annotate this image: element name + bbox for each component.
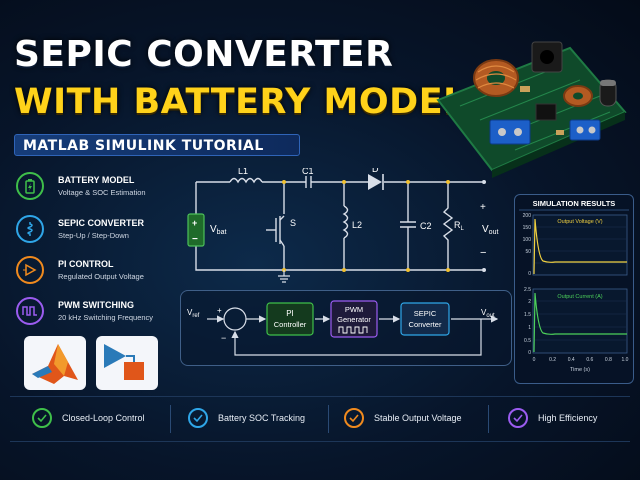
current-tick: 2 bbox=[528, 299, 531, 305]
feature-pi-control: PI CONTROL Regulated Output Voltage bbox=[16, 256, 191, 288]
current-tick: 1.5 bbox=[524, 312, 531, 318]
voltage-plot-area bbox=[532, 214, 628, 276]
feature-subtitle: 20 kHz Switching Frequency bbox=[58, 313, 154, 322]
title-line-1: SEPIC CONVERTER bbox=[14, 34, 394, 75]
sepic-circuit-schematic: + − L1 C1 D L2 C2 RL S Vbat + Vout − bbox=[187, 168, 498, 283]
block-vout-label: Vout bbox=[481, 308, 495, 319]
voltage-plot-title: Output Voltage (V) bbox=[557, 219, 602, 225]
feature-title: PWM SWITCHING bbox=[58, 300, 134, 310]
current-tick: 0 bbox=[528, 350, 531, 356]
inductor-l1-label: L1 bbox=[238, 168, 248, 176]
pwm-wave-icon bbox=[338, 326, 368, 334]
feature-title: PI CONTROL bbox=[58, 259, 114, 269]
control-amplifier-icon bbox=[16, 256, 44, 284]
benefit-label: Closed-Loop Control bbox=[62, 413, 145, 423]
pwm-generator-block bbox=[330, 300, 378, 338]
control-block-diagram: Vref + − PI Controller PWM Generator SEP… bbox=[180, 290, 512, 366]
time-tick: 0.2 bbox=[549, 357, 556, 363]
switch-s-label: S bbox=[290, 218, 296, 228]
current-tick: 1 bbox=[528, 325, 531, 331]
pwm-block-line1: PWM bbox=[345, 305, 363, 314]
vbat-label: Vbat bbox=[210, 224, 226, 236]
benefit-label: Battery SOC Tracking bbox=[218, 413, 306, 423]
feature-title: BATTERY MODEL bbox=[58, 175, 135, 185]
benefit-label: High Efficiency bbox=[538, 413, 598, 423]
title-line-2: WITH BATTERY MODEL bbox=[14, 82, 466, 122]
sum-minus-sign: − bbox=[221, 333, 226, 343]
benefit-label: Stable Output Voltage bbox=[374, 413, 462, 423]
output-plus: + bbox=[480, 202, 486, 213]
feature-subtitle: Voltage & SOC Estimation bbox=[58, 188, 146, 197]
simulation-results-header: SIMULATION RESULTS bbox=[533, 199, 616, 208]
resistor-rl-label: RL bbox=[454, 220, 465, 232]
divider bbox=[328, 405, 329, 433]
pi-block-line1: PI bbox=[286, 309, 294, 318]
simulink-logo bbox=[96, 336, 158, 390]
current-tick: 0.5 bbox=[524, 338, 531, 344]
subtitle-banner: MATLAB SIMULINK TUTORIAL bbox=[14, 134, 300, 156]
time-tick: 0.6 bbox=[586, 357, 593, 363]
pwm-wave-icon bbox=[16, 297, 44, 325]
matlab-logo bbox=[24, 336, 86, 390]
check-circle-icon bbox=[32, 408, 52, 428]
battery-source-symbol bbox=[187, 213, 205, 247]
time-tick: 0.8 bbox=[605, 357, 612, 363]
diode-d-label: D bbox=[372, 168, 379, 174]
time-axis-label: Time (s) bbox=[570, 367, 590, 373]
battery-minus: − bbox=[192, 234, 198, 245]
benefits-bar: Closed-Loop Control Battery SOC Tracking… bbox=[10, 396, 630, 442]
check-circle-icon bbox=[188, 408, 208, 428]
feature-battery-model: BATTERY MODEL Voltage & SOC Estimation bbox=[16, 172, 191, 204]
sepic-pcb-board-illustration bbox=[436, 41, 627, 178]
sepic-converter-block bbox=[400, 302, 450, 336]
time-tick: 1.0 bbox=[622, 357, 629, 363]
check-circle-icon bbox=[508, 408, 528, 428]
voltage-tick: 0 bbox=[528, 271, 531, 277]
voltage-tick: 200 bbox=[523, 213, 532, 219]
divider bbox=[488, 405, 489, 433]
sum-plus-sign: + bbox=[217, 306, 222, 315]
inductor-coil-icon bbox=[16, 215, 44, 243]
voltage-tick: 100 bbox=[523, 237, 532, 243]
simulation-results-panel: SIMULATION RESULTS Output Voltage (V) 20… bbox=[514, 194, 634, 384]
pi-block-line2: Controller bbox=[274, 320, 307, 329]
feature-pwm-switching: PWM SWITCHING 20 kHz Switching Frequency bbox=[16, 297, 191, 329]
output-minus: − bbox=[480, 247, 486, 259]
sepic-block-line2: Converter bbox=[409, 320, 442, 329]
vout-label: Vout bbox=[482, 224, 498, 236]
feature-title: SEPIC CONVERTER bbox=[58, 218, 145, 228]
voltage-tick: 50 bbox=[525, 249, 531, 255]
check-circle-icon bbox=[344, 408, 364, 428]
time-tick: 0 bbox=[533, 357, 536, 363]
vref-label: Vref bbox=[187, 308, 200, 319]
sepic-block-line1: SEPIC bbox=[414, 309, 437, 318]
pwm-block-line2: Generator bbox=[337, 315, 371, 324]
inductor-l2-label: L2 bbox=[352, 220, 362, 230]
current-tick: 2.5 bbox=[524, 287, 531, 293]
battery-plus: + bbox=[192, 218, 197, 228]
feature-subtitle: Regulated Output Voltage bbox=[58, 272, 144, 281]
time-tick: 0.4 bbox=[568, 357, 575, 363]
current-plot-title: Output Current (A) bbox=[557, 294, 602, 300]
capacitor-c1-label: C1 bbox=[302, 168, 314, 176]
voltage-tick: 150 bbox=[523, 225, 532, 231]
feature-sepic-converter: SEPIC CONVERTER Step-Up / Step-Down bbox=[16, 215, 191, 247]
divider bbox=[170, 405, 171, 433]
current-plot-area bbox=[532, 288, 628, 354]
pi-controller-block bbox=[266, 302, 314, 336]
battery-icon bbox=[16, 172, 44, 200]
capacitor-c2-label: C2 bbox=[420, 221, 432, 231]
feature-subtitle: Step-Up / Step-Down bbox=[58, 231, 129, 240]
output-voltage-curve bbox=[533, 218, 627, 275]
output-current-curve bbox=[533, 292, 627, 353]
